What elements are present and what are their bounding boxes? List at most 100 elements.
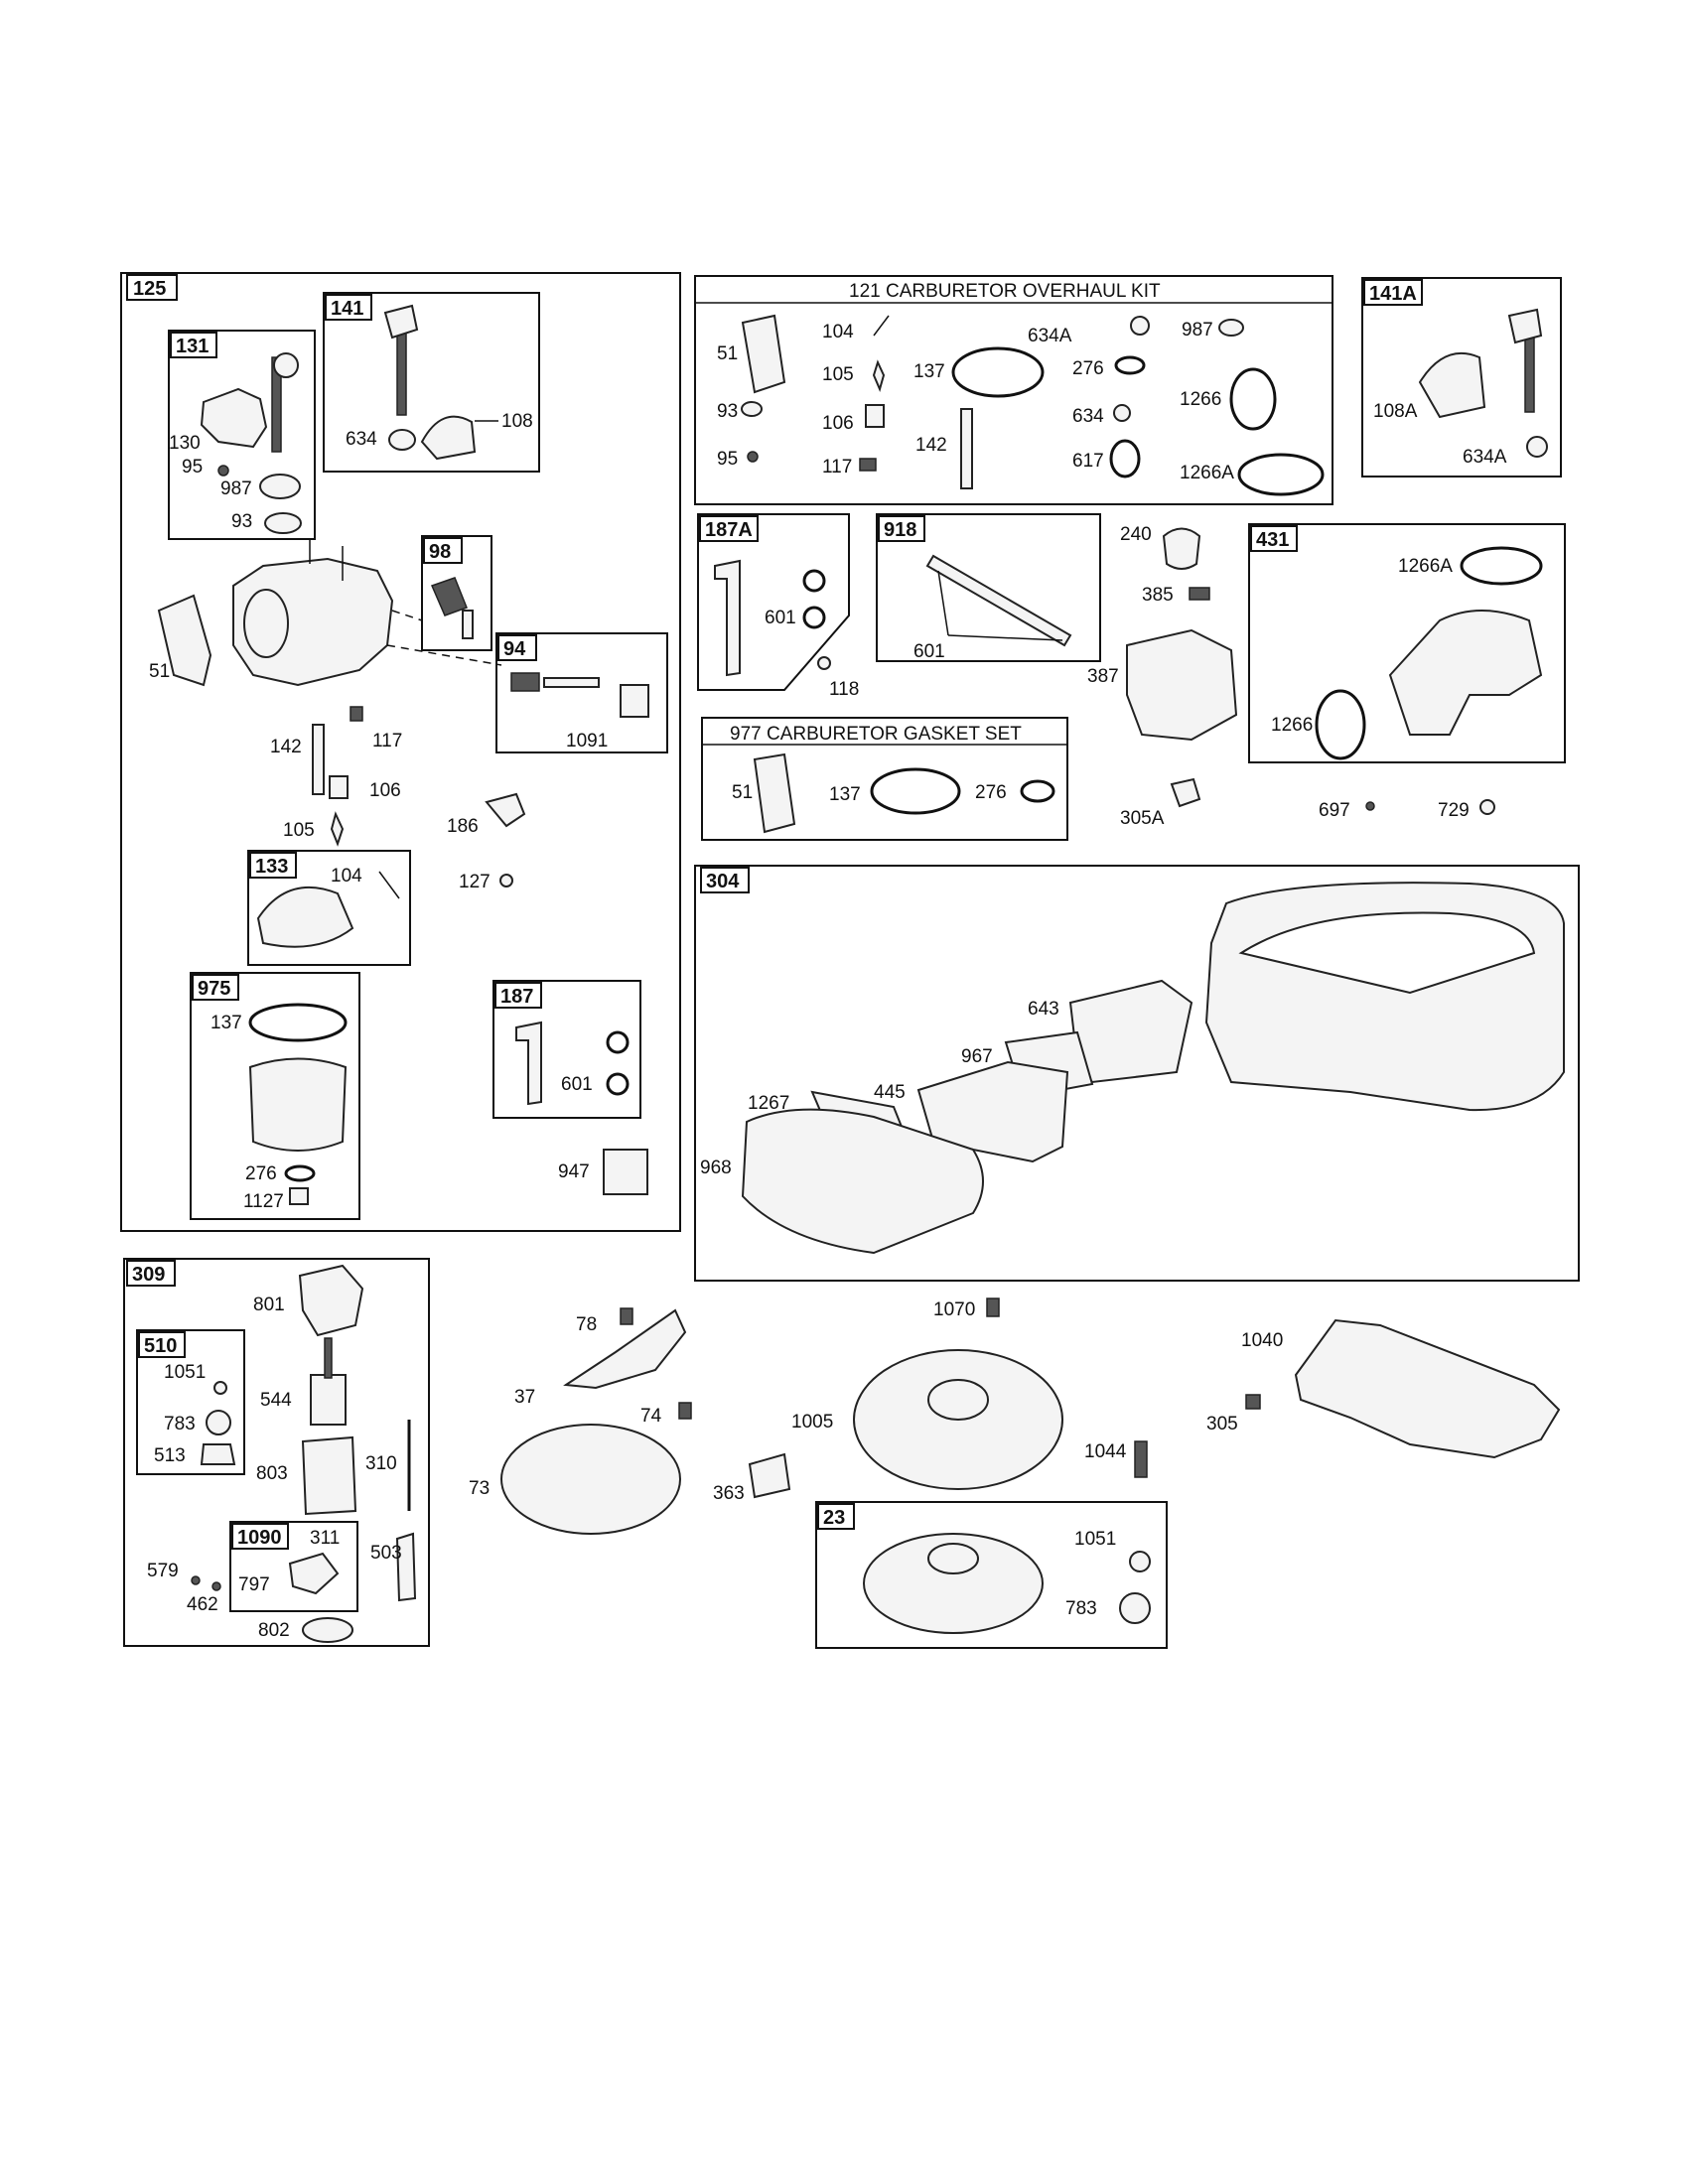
label-74: 74 bbox=[640, 1406, 662, 1427]
dashed-leader-98 bbox=[391, 610, 423, 621]
label-1266-431: 1266 bbox=[1271, 715, 1313, 736]
label-1267: 1267 bbox=[748, 1093, 789, 1114]
pin-697-part bbox=[1365, 801, 1375, 811]
guard-37-part bbox=[563, 1308, 687, 1390]
label-73: 73 bbox=[469, 1478, 490, 1499]
fan-hub-part bbox=[927, 1379, 989, 1421]
leader-601-918-a bbox=[937, 570, 949, 636]
seat-106-part bbox=[329, 775, 349, 799]
blower-housing-opening-part bbox=[1238, 911, 1536, 995]
label-634A: 634A bbox=[1463, 447, 1507, 468]
kit-washer-276-part bbox=[1114, 355, 1146, 375]
seal-93-part bbox=[264, 512, 302, 534]
group-187-frame bbox=[492, 980, 641, 1119]
set-gasket-137-part bbox=[870, 767, 961, 815]
label-783-flywheel: 783 bbox=[1065, 1598, 1097, 1619]
float-133-part bbox=[256, 886, 354, 948]
group-431-frame bbox=[1248, 523, 1566, 763]
tag-431-text: 431 bbox=[1256, 529, 1289, 551]
label-311: 311 bbox=[310, 1528, 340, 1549]
kit-label-1266: 1266 bbox=[1180, 389, 1221, 410]
clamp-601b-part bbox=[606, 1072, 630, 1096]
group-98-frame bbox=[421, 535, 492, 651]
label-186: 186 bbox=[447, 816, 479, 837]
label-117: 117 bbox=[372, 731, 402, 751]
choke-lever-141A-part bbox=[1507, 308, 1543, 344]
label-783-starter: 783 bbox=[164, 1414, 196, 1434]
tag-510-text: 510 bbox=[144, 1335, 177, 1357]
kit-label-106: 106 bbox=[822, 413, 854, 434]
fuel-line-187-part bbox=[515, 1021, 542, 1106]
tag-304-text: 304 bbox=[706, 871, 740, 892]
needle-105-part bbox=[330, 811, 345, 847]
label-803: 803 bbox=[256, 1463, 288, 1484]
group-304-frame bbox=[694, 865, 1580, 1282]
choke-plate-108-part bbox=[420, 415, 477, 461]
bolt-305-part bbox=[1245, 1394, 1261, 1410]
label-385: 385 bbox=[1142, 585, 1174, 606]
bolt-305A-part bbox=[1170, 777, 1201, 808]
kit-seal-93-part bbox=[741, 401, 763, 417]
kit-label-276: 276 bbox=[1072, 358, 1104, 379]
tag-975-text: 975 bbox=[198, 978, 230, 1000]
group-918-frame bbox=[876, 513, 1101, 662]
kit-spring-634A-part bbox=[1130, 316, 1150, 336]
washer-462-part bbox=[211, 1581, 221, 1591]
carburetor-bore-part bbox=[243, 589, 289, 658]
group-187A-frame bbox=[697, 513, 850, 691]
fuel-filter-240-part bbox=[1162, 527, 1201, 570]
kit-label-104: 104 bbox=[822, 322, 854, 342]
gasket-51-part bbox=[157, 594, 212, 687]
label-310: 310 bbox=[365, 1453, 397, 1474]
label-1051-starter: 1051 bbox=[164, 1362, 206, 1383]
solenoid-1091-part bbox=[620, 684, 649, 718]
oring-1266-431-part bbox=[1315, 689, 1366, 760]
leader-601-918-b bbox=[947, 634, 1063, 641]
label-1044: 1044 bbox=[1084, 1441, 1127, 1462]
label-1127: 1127 bbox=[243, 1191, 284, 1212]
label-643: 643 bbox=[1028, 999, 1059, 1020]
label-462: 462 bbox=[187, 1594, 218, 1615]
group-23-frame bbox=[815, 1501, 1168, 1649]
kit-pin-104-part bbox=[873, 315, 890, 337]
armature-544-part bbox=[310, 1374, 347, 1426]
mixture-spring-94-part bbox=[510, 672, 540, 692]
choke-lever-part bbox=[383, 304, 419, 340]
kit-label-95: 95 bbox=[717, 449, 738, 470]
washer-127-part bbox=[499, 874, 513, 887]
kit-spring-634-part bbox=[1113, 404, 1131, 422]
spring-634-part bbox=[388, 429, 416, 451]
kit-gasket-51-part bbox=[741, 314, 786, 394]
tag-125: 125 bbox=[126, 274, 178, 301]
tag-98-text: 98 bbox=[429, 541, 451, 563]
group-975-frame bbox=[190, 972, 360, 1220]
label-1266A-431: 1266A bbox=[1398, 556, 1453, 577]
tag-187A-text: 187A bbox=[705, 519, 753, 541]
kit-label-1266A: 1266A bbox=[1180, 463, 1234, 483]
tag-431: 431 bbox=[1250, 525, 1298, 552]
label-1070: 1070 bbox=[933, 1299, 975, 1320]
label-1091: 1091 bbox=[566, 731, 608, 751]
label-78: 78 bbox=[576, 1314, 597, 1335]
set-gasket-51-part bbox=[753, 752, 796, 834]
bolt-78-part bbox=[620, 1307, 633, 1325]
kit-label-142: 142 bbox=[915, 435, 947, 456]
spring-634A-part bbox=[1526, 436, 1548, 458]
shaft-lever-part bbox=[273, 352, 299, 378]
label-513: 513 bbox=[154, 1445, 186, 1466]
tag-304: 304 bbox=[700, 867, 750, 893]
clip-1051-part bbox=[213, 1381, 227, 1395]
tag-309: 309 bbox=[126, 1260, 176, 1287]
set-label-137: 137 bbox=[829, 784, 861, 805]
screen-73-part bbox=[500, 1424, 681, 1535]
label-1051-flywheel: 1051 bbox=[1074, 1529, 1116, 1550]
label-363: 363 bbox=[713, 1483, 745, 1504]
elbow-186-part bbox=[485, 792, 526, 828]
label-387: 387 bbox=[1087, 666, 1119, 687]
label-987: 987 bbox=[220, 478, 252, 499]
tag-187: 187 bbox=[494, 982, 542, 1009]
fuel-line-187A-part bbox=[714, 559, 741, 677]
label-601-918: 601 bbox=[913, 641, 945, 662]
plate-802-part bbox=[302, 1617, 353, 1643]
